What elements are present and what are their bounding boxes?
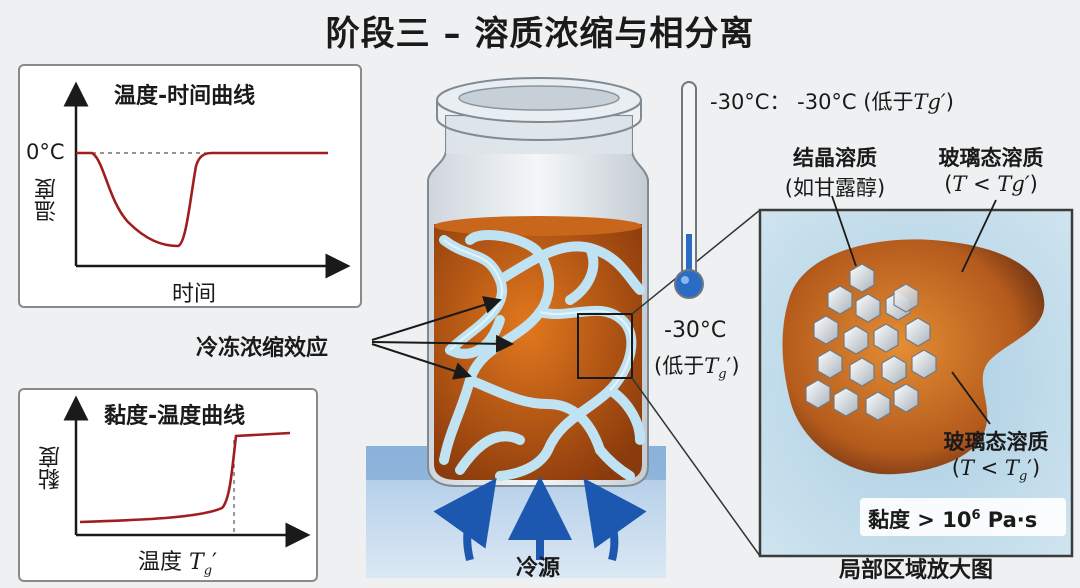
pointer-glass-mid: [951, 371, 991, 425]
thermometer-top-text: -30°C： -30°C (低于: [710, 90, 914, 114]
viscosity-prefix: 黏度 > 10: [868, 508, 972, 532]
thermometer-top-T: Tg′: [913, 90, 946, 114]
crystal-label-line2: (如甘露醇): [784, 176, 886, 200]
freeze-arrow-2: [371, 334, 514, 353]
jar-rim-side: [436, 100, 642, 142]
glass-label-top-line1: 玻璃态溶质: [938, 146, 1044, 170]
glass-label-mid: 玻璃态溶质 (T < Tg′): [926, 426, 1066, 484]
glass-label-top-line2: (T < Tg′): [916, 172, 1066, 196]
thermometer-top-label: -30°C： -30°C (低于Tg′): [710, 86, 954, 116]
thermometer-side-close: ′): [726, 354, 740, 378]
page-title: 阶段三 – 溶质浓缩与相分离: [325, 14, 755, 54]
cold-arrow-right: [583, 477, 647, 561]
glass-label-mid-line2: (T < Tg′): [926, 456, 1066, 484]
thermometer-side-below: (低于Tg′): [654, 350, 740, 382]
glass-top-close: ): [1029, 172, 1038, 196]
glass-mid-sub: g: [1018, 469, 1028, 485]
thermometer-side-sub: g: [718, 367, 727, 383]
temp-time-title: 温度-时间曲线: [114, 84, 256, 109]
ice-network-outline: [443, 239, 633, 391]
jar-opening: [458, 85, 620, 111]
temp-xlabel: 时间: [172, 282, 217, 307]
thermometer-top-close: ): [945, 90, 954, 114]
freeze-arrow-3: [371, 343, 472, 380]
visc-xlabel-T: T: [189, 550, 204, 575]
thermometer-side-temp: -30°C: [664, 318, 727, 343]
jar-neck: [446, 116, 632, 154]
crystal-label: 结晶溶质 (如甘露醇): [770, 142, 900, 202]
visc-xlabel-text: 温度: [138, 550, 189, 575]
thermometer-side-below-text: (低于: [654, 354, 705, 378]
glass-label-mid-line1: 玻璃态溶质: [943, 430, 1049, 454]
temp-curve: [76, 151, 328, 248]
freeze-arrow-1: [371, 296, 502, 341]
crystal-label-line1: 结晶溶质: [793, 146, 877, 170]
thermometer-mercury: [686, 234, 692, 290]
viscosity-unit: Pa·s: [980, 508, 1038, 532]
zoom-caption: 局部区域放大图: [838, 558, 993, 583]
pointer-crystal: [831, 195, 857, 267]
glass-mid-close: ′): [1027, 456, 1041, 480]
visc-temp-title: 黏度-温度曲线: [104, 404, 246, 429]
visc-xlabel: 温度 Tg′: [138, 544, 217, 578]
glass-top-mid: <: [966, 172, 998, 196]
visc-curve: [79, 431, 291, 524]
glass-mid-open: (: [951, 456, 960, 480]
glass-top-Tg: Tg′: [997, 172, 1030, 196]
visc-xlabel-prime: ′: [212, 550, 218, 575]
visc-xlabel-sub: g: [203, 563, 213, 579]
viscosity-exp: 6: [971, 508, 981, 523]
cold-arrow-left: [433, 477, 497, 561]
cold-source-label: 冷源: [516, 556, 561, 581]
glass-mid-Tg: T: [1004, 456, 1019, 480]
glass-label-top: 玻璃态溶质 (T < Tg′): [916, 142, 1066, 196]
viscosity-label: 黏度 > 106 Pa·s: [868, 504, 1037, 534]
glass-top-open: (: [944, 172, 953, 196]
thermometer-side-T: T: [704, 354, 719, 378]
glass-top-T: T: [952, 172, 967, 196]
glass-mid-mid: <: [973, 456, 1005, 480]
temp-zero-tick: 0°C: [26, 140, 65, 164]
crystal-cluster: [805, 263, 937, 421]
viscosity-box: [860, 498, 1066, 536]
zoom-line-bottom: [631, 377, 761, 557]
pointer-glass-top: [961, 199, 997, 273]
zoom-region-box: [577, 313, 633, 379]
thermometer-bulb: [674, 269, 704, 299]
glass-mid-T: T: [959, 456, 974, 480]
freeze-concentration-label: 冷冻浓缩效应: [196, 336, 329, 361]
